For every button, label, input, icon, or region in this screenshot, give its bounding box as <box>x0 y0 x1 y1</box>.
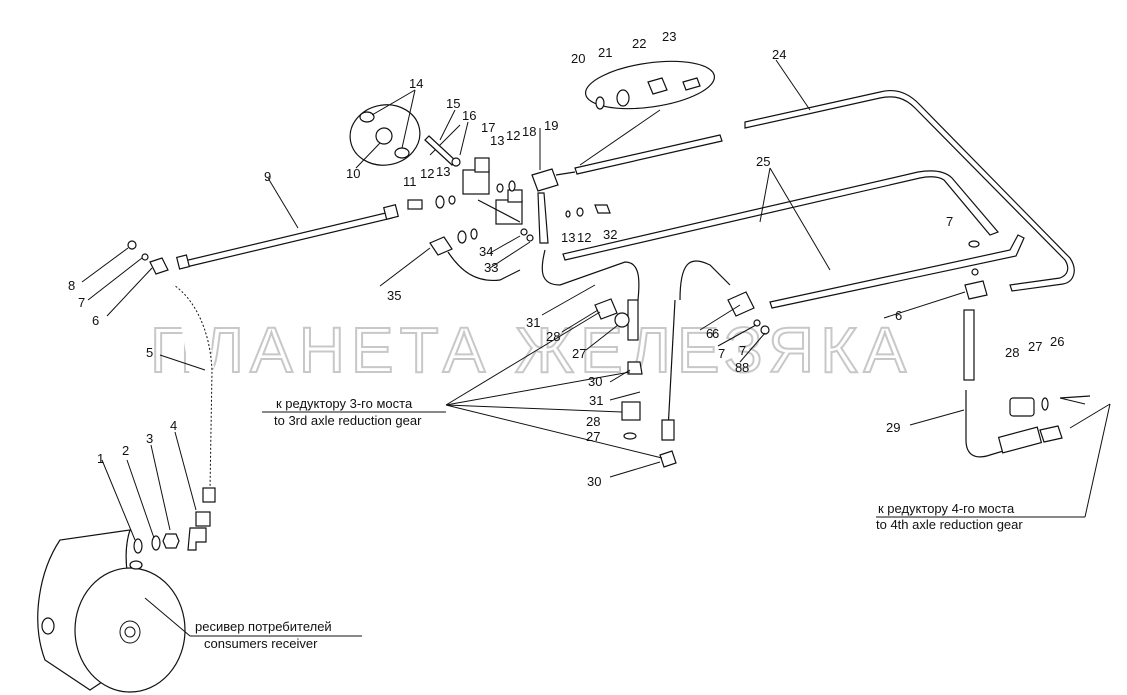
callout-8c: 8 <box>742 360 749 375</box>
callout-19: 19 <box>544 118 558 133</box>
callout-7b: 7 <box>718 346 725 361</box>
callout-23: 23 <box>662 29 676 44</box>
tee-19 <box>531 168 576 244</box>
hose-5 <box>172 282 216 503</box>
callout-17: 17 <box>481 120 495 135</box>
callout-labels: 1 2 3 4 5 6 7 8 9 10 11 12 13 14 15 16 1… <box>68 29 1064 489</box>
callout-12: 12 <box>420 166 434 181</box>
callout-9: 9 <box>264 169 271 184</box>
callout-20: 20 <box>571 51 585 66</box>
caption-receiver-ru: ресивер потребителей <box>195 619 332 634</box>
callout-8b: 8 <box>735 360 742 375</box>
callout-6b: 6 <box>706 326 713 341</box>
callout-27: 27 <box>572 346 586 361</box>
caption-axle4-ru: к редуктору 4-го моста <box>878 501 1015 516</box>
callout-3: 3 <box>146 431 153 446</box>
callout-31b: 31 <box>589 393 603 408</box>
consumers-receiver <box>37 529 186 693</box>
pipe-9 <box>175 203 400 270</box>
callout-12c: 12 <box>577 230 591 245</box>
leader-lines <box>81 59 1111 637</box>
callout-25: 25 <box>756 154 770 169</box>
fittings-20-23 <box>574 60 723 175</box>
fittings-28-27-30-mid <box>594 298 677 468</box>
pipe-25 <box>562 170 1025 309</box>
callout-16: 16 <box>462 108 476 123</box>
callout-34: 34 <box>479 244 493 259</box>
caption-axle3-en: to 3rd axle reduction gear <box>274 413 422 428</box>
callout-27c: 27 <box>1028 339 1042 354</box>
callout-22: 22 <box>632 36 646 51</box>
callout-7d: 7 <box>739 343 746 358</box>
plate-14 <box>349 104 421 166</box>
callout-12b: 12 <box>506 128 520 143</box>
callout-13c: 13 <box>561 230 575 245</box>
captions: к редуктору 3-го моста to 3rd axle reduc… <box>195 396 1023 651</box>
callout-35: 35 <box>387 288 401 303</box>
callout-18: 18 <box>522 124 536 139</box>
watermark: ПЛАНЕТА ЖЕЛЕЗЯКА <box>150 314 912 386</box>
callout-29: 29 <box>886 420 900 435</box>
small-seals <box>565 204 980 248</box>
callout-4: 4 <box>170 418 177 433</box>
callout-7c: 7 <box>946 214 953 229</box>
callout-5: 5 <box>146 345 153 360</box>
callout-15: 15 <box>446 96 460 111</box>
callout-28b: 28 <box>586 414 600 429</box>
callout-28: 28 <box>546 329 560 344</box>
callout-32: 32 <box>603 227 617 242</box>
pipe-24 <box>744 89 1075 292</box>
callout-14: 14 <box>409 76 423 91</box>
callout-26: 26 <box>1050 334 1064 349</box>
caption-axle3-ru: к редуктору 3-го моста <box>276 396 413 411</box>
caption-receiver-en: consumers receiver <box>204 636 318 651</box>
callout-8: 8 <box>68 278 75 293</box>
valve-assembly <box>407 124 534 244</box>
elbow-35 <box>429 236 521 282</box>
callout-1: 1 <box>97 451 104 466</box>
callout-28c: 28 <box>1005 345 1019 360</box>
callout-6d: 6 <box>712 326 719 341</box>
callout-30: 30 <box>588 374 602 389</box>
callout-6: 6 <box>92 313 99 328</box>
fittings-8-7-6-left <box>127 240 169 275</box>
callout-31: 31 <box>526 315 540 330</box>
callout-13b: 13 <box>490 133 504 148</box>
caption-axle4-en: to 4th axle reduction gear <box>876 517 1023 532</box>
callout-30b: 30 <box>587 474 601 489</box>
callout-6c: 6 <box>895 308 902 323</box>
callout-33: 33 <box>484 260 498 275</box>
callout-24: 24 <box>772 47 786 62</box>
right-assembly <box>963 268 1091 458</box>
callout-2: 2 <box>122 443 129 458</box>
callout-13: 13 <box>436 164 450 179</box>
callout-21: 21 <box>598 45 612 60</box>
hose-right-mid <box>661 260 770 441</box>
receiver-fittings <box>133 511 211 554</box>
callout-7: 7 <box>78 295 85 310</box>
callout-11: 11 <box>403 174 417 189</box>
callout-10: 10 <box>346 166 360 181</box>
callout-27b: 27 <box>586 429 600 444</box>
